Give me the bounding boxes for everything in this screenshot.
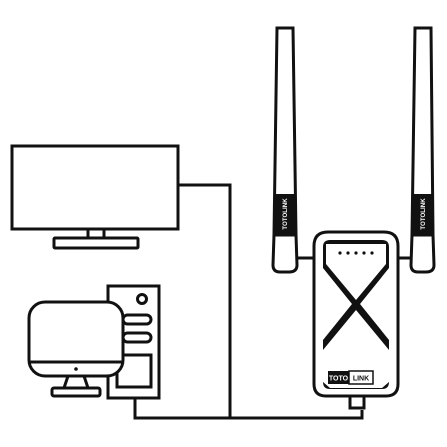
extender-left-panel: [323, 268, 352, 340]
left-antenna: TOTOLINK: [271, 26, 313, 274]
computer-display-stand: [62, 375, 90, 389]
extender-status-leds: [338, 251, 374, 255]
monitor-icon: [10, 144, 180, 250]
extender-top-panel: [326, 244, 386, 300]
left-antenna-brand: TOTOLINK: [282, 198, 289, 230]
desktop-computer-icon: [27, 284, 161, 400]
monitor-base: [52, 236, 140, 250]
monitor-screen: [10, 144, 180, 231]
extender-bottom-panel: [323, 310, 389, 388]
tower-power-button: [136, 293, 148, 305]
extender-body: TOTO LINK: [312, 230, 400, 410]
extender-ethernet-port: [348, 394, 366, 410]
extender-brand-part1: TOTO: [329, 376, 349, 383]
monitor-cable: [178, 183, 232, 418]
right-antenna: TOTOLINK: [397, 26, 436, 274]
extender-brand-logo: TOTO LINK: [328, 370, 374, 385]
computer-cable: [133, 398, 364, 420]
right-antenna-brand: TOTOLINK: [420, 198, 427, 230]
computer-display-base: [50, 386, 102, 398]
extender-right-panel: [360, 268, 389, 340]
cables: [133, 183, 364, 420]
computer-display: [27, 300, 125, 378]
computer-display-dot: [74, 367, 78, 371]
extender-brand-part2: LINK: [353, 376, 369, 383]
wifi-range-extender-icon: TOTOLINK TOTOLINK: [271, 26, 436, 410]
